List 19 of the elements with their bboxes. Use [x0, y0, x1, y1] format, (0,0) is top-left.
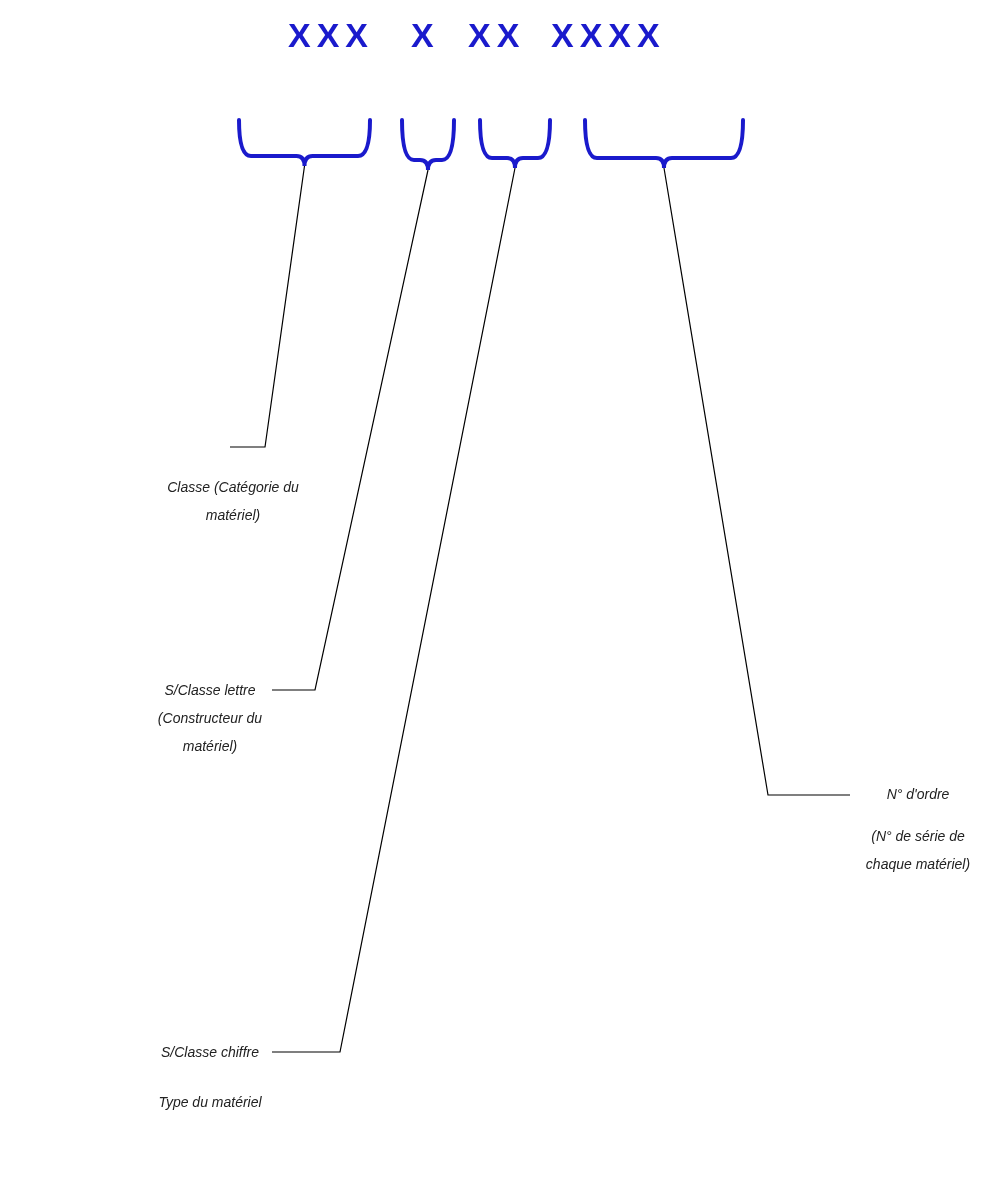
annotation-text: (N° de série de chaque matériel) — [864, 827, 972, 874]
leader-line — [229, 165, 306, 448]
code-letters: XXXX — [551, 18, 666, 52]
code-letters: X — [411, 18, 440, 52]
annotation-text: Type du matériel — [158, 1093, 262, 1112]
leader-line — [271, 167, 516, 1053]
curly-brace — [583, 120, 745, 168]
curly-brace — [478, 120, 552, 168]
code-letters: XXX — [288, 18, 375, 52]
curly-brace — [237, 120, 372, 166]
curly-brace — [400, 120, 456, 170]
leader-line — [271, 169, 429, 691]
annotation-text: N° d'ordre — [886, 785, 950, 804]
code-letters: XX — [468, 18, 526, 52]
annotation-text: Classe (Catégorie du matériel) — [166, 478, 300, 525]
leader-line — [663, 167, 851, 796]
annotation-text: S/Classe lettre — [164, 681, 256, 700]
annotation-text: S/Classe chiffre — [160, 1043, 259, 1062]
annotation-text: (Constructeur du matériel) — [156, 709, 264, 756]
